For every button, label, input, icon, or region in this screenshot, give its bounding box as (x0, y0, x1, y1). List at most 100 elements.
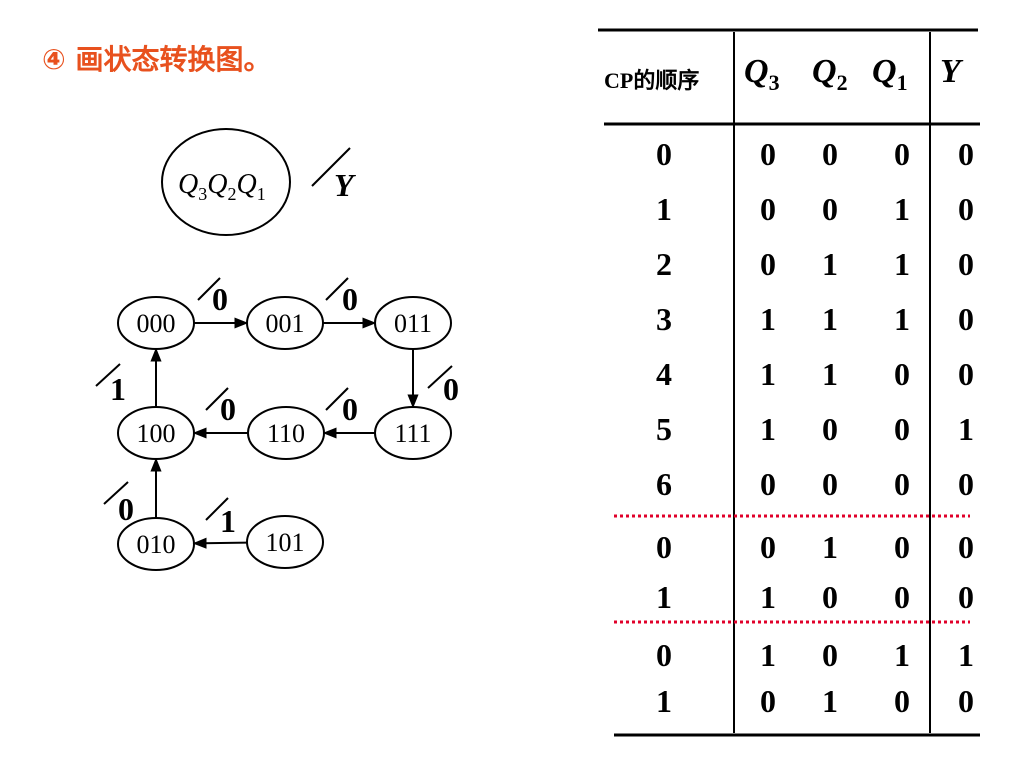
state-label: 110 (267, 419, 305, 448)
cell-q3: 0 (760, 246, 776, 282)
legend-state-text: Q3Q2Q1 (178, 169, 266, 204)
cell-cp: 0 (656, 637, 672, 673)
cell-cp: 1 (656, 191, 672, 227)
output-slash (95, 363, 121, 387)
state-node-000: 000 (117, 296, 195, 350)
state-node-111: 111 (374, 406, 452, 460)
table-row: 2 0 1 1 0 (656, 246, 974, 282)
output-slash (427, 365, 453, 389)
cell-q2: 0 (822, 466, 838, 502)
transition-output-label: 0 (220, 391, 236, 427)
legend-slash (311, 147, 351, 187)
cell-cp: 1 (656, 683, 672, 719)
cell-q1: 0 (894, 683, 910, 719)
cell-q1: 0 (894, 411, 910, 447)
table-row: 1 0 1 0 0 (656, 683, 974, 719)
cell-y: 0 (958, 246, 974, 282)
state-node-101: 101 (246, 515, 324, 569)
cell-q3: 0 (760, 683, 776, 719)
cell-q1: 1 (894, 301, 910, 337)
cell-q2: 1 (822, 246, 838, 282)
cell-y: 0 (958, 136, 974, 172)
cell-q2: 1 (822, 529, 838, 565)
state-table-header: CP的顺序 Q3 Q2 Q1 Y (604, 53, 964, 95)
cell-y: 0 (958, 356, 974, 392)
table-row: 1 1 0 0 0 (656, 579, 974, 615)
state-label: 000 (137, 309, 176, 338)
cell-q3: 1 (760, 579, 776, 615)
cell-q3: 1 (760, 637, 776, 673)
cell-q1: 1 (894, 246, 910, 282)
cell-cp: 5 (656, 411, 672, 447)
cell-q1: 1 (894, 637, 910, 673)
table-row: 1 0 0 1 0 (656, 191, 974, 227)
state-label: 111 (394, 419, 431, 448)
output-slash (325, 387, 349, 411)
state-table-lines (598, 28, 980, 737)
cell-q2: 0 (822, 579, 838, 615)
cell-q1: 1 (894, 191, 910, 227)
transition-011-111: 0 (407, 349, 459, 409)
cell-cp: 0 (656, 529, 672, 565)
cell-y: 0 (958, 579, 974, 615)
output-slash (197, 277, 221, 301)
cell-y: 0 (958, 466, 974, 502)
transition-arrow (192, 537, 248, 549)
cell-q3: 1 (760, 356, 776, 392)
header-q1: Q1 (872, 53, 908, 95)
cell-q3: 0 (760, 466, 776, 502)
transition-output-label: 1 (110, 371, 126, 407)
cell-y: 0 (958, 683, 974, 719)
cell-q1: 0 (894, 136, 910, 172)
cell-q1: 0 (894, 579, 910, 615)
cell-q2: 1 (822, 356, 838, 392)
state-node-001: 001 (246, 296, 324, 350)
cell-y: 0 (958, 191, 974, 227)
table-row: 0 1 0 1 1 (656, 637, 974, 673)
cell-q2: 0 (822, 411, 838, 447)
cell-q3: 0 (760, 191, 776, 227)
cell-q2: 1 (822, 301, 838, 337)
transition-101-010: 1 (192, 497, 248, 549)
cell-y: 0 (958, 529, 974, 565)
cell-q2: 1 (822, 683, 838, 719)
header-q3: Q3 (744, 53, 780, 95)
cell-cp: 4 (656, 356, 672, 392)
cell-q2: 0 (822, 136, 838, 172)
cell-q3: 0 (760, 529, 776, 565)
transition-000-001: 0 (194, 277, 249, 329)
transition-output-label: 0 (212, 281, 228, 317)
output-slash (205, 497, 229, 521)
transition-output-label: 0 (342, 281, 358, 317)
cell-cp: 1 (656, 579, 672, 615)
cell-q2: 0 (822, 637, 838, 673)
cell-cp: 2 (656, 246, 672, 282)
output-slash (205, 387, 229, 411)
legend-state-ellipse (161, 128, 291, 236)
transition-output-label: 0 (443, 371, 459, 407)
table-row: 5 1 0 0 1 (656, 411, 974, 447)
cell-y: 1 (958, 411, 974, 447)
cell-y: 1 (958, 637, 974, 673)
cell-q1: 0 (894, 529, 910, 565)
output-slash (103, 481, 129, 505)
state-node-011: 011 (374, 296, 452, 350)
cell-q2: 0 (822, 191, 838, 227)
output-slash (325, 277, 349, 301)
state-node-110: 110 (247, 406, 325, 460)
state-label: 011 (394, 309, 432, 338)
cell-q1: 0 (894, 356, 910, 392)
page-title: ④ 画状态转换图。 (42, 43, 272, 76)
cell-q3: 0 (760, 136, 776, 172)
transition-output-label: 0 (342, 391, 358, 427)
state-node-010: 010 (117, 517, 195, 571)
cell-q3: 1 (760, 411, 776, 447)
cell-cp: 3 (656, 301, 672, 337)
cell-cp: 6 (656, 466, 672, 502)
cell-y: 0 (958, 301, 974, 337)
cell-cp: 0 (656, 136, 672, 172)
